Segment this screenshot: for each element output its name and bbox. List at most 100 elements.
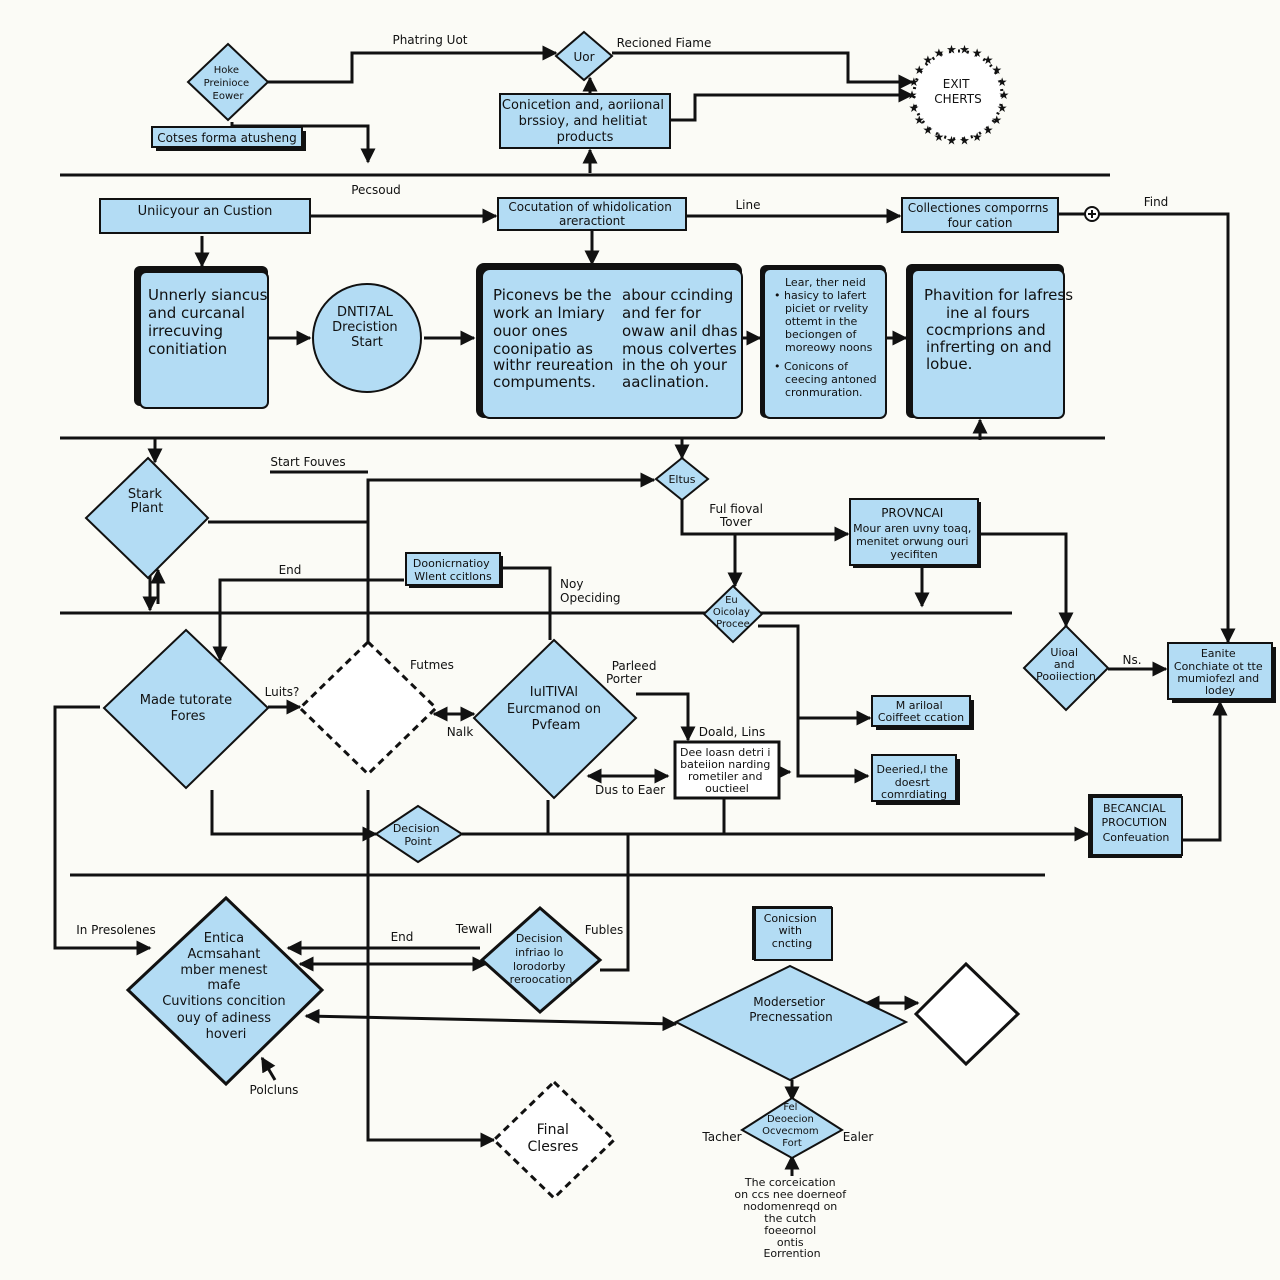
node-text: Final (537, 1122, 569, 1138)
node-deeried-box[interactable]: Deeried,l the doesrt comrdiating (871, 754, 960, 805)
node-text: and (1054, 658, 1075, 671)
node-text: and fer for (622, 304, 702, 322)
node-cotses-box[interactable]: Cotses forma atusheng (151, 126, 306, 151)
svg-text:Conicsion with cnc: Conicsion with cncting (764, 912, 820, 950)
node-text: cocmprions and (926, 321, 1046, 339)
node-stark-plant-diamond[interactable]: Stark Plant (84, 456, 210, 580)
node-eu-oiculay-diamond[interactable]: Eu Oicolay Procee (702, 584, 764, 644)
node-text: ouy of adiness (177, 1011, 272, 1026)
edge-label-ful-fioval: Ful fioval Tover (709, 502, 767, 529)
node-text: Preinioce (204, 78, 250, 89)
node-exit-charts-terminal[interactable]: ★★★★★★★★★★★★★★★★★★★★★★ EXIT CHERTS (907, 43, 1010, 148)
node-decision-infriao-diamond[interactable]: Decision infriao lo lorodorby reroocatio… (479, 906, 603, 1014)
svg-text:Unnerly siancus and curc: Unnerly siancus and curcanal irrecuving … (148, 286, 272, 358)
node-doonicrnation-box[interactable]: Doonicrnatioy Wlent ccitlons (405, 552, 503, 588)
node-text: compuments. (493, 373, 596, 391)
node-text: Deoecion (767, 1114, 814, 1125)
node-uor-diamond[interactable]: Uor (554, 30, 614, 82)
node-hoke-diamond[interactable]: Hoke Preinioce Eower (186, 42, 270, 122)
svg-text:Fel Deoecion Ocvec: Fel Deoecion Ocvecmom Fort (762, 1102, 822, 1149)
node-eltus-diamond[interactable]: Eltus (654, 456, 710, 502)
node-unnerly-box[interactable]: Unnerly siancus and curcanal irrecuving … (134, 266, 272, 409)
node-text: in the oh your (622, 356, 728, 374)
node-text: areractiont (559, 214, 625, 228)
node-text: Fel (783, 1102, 797, 1113)
node-text: bateiion narding (680, 758, 770, 771)
node-empty-diamond[interactable] (913, 961, 1021, 1067)
node-text: Clesres (528, 1139, 579, 1155)
edge-label: Luits? (265, 685, 300, 699)
node-text: Acmsahant (188, 947, 261, 962)
node-text: ine al fours (946, 304, 1030, 322)
edge-label: Dus to Eaer (595, 783, 665, 797)
node-text: Decision (516, 932, 563, 945)
star-mark: ★ (923, 53, 934, 67)
node-text: with (779, 924, 802, 937)
star-ring: ★★★★★★★★★★★★★★★★★★★★★★ (907, 43, 1010, 148)
node-text: IuITIVAl (530, 685, 578, 700)
star-mark: ★ (923, 123, 934, 137)
node-dashed-decision-diamond[interactable] (297, 639, 439, 777)
edge-label: Line (735, 198, 760, 212)
node-cocutation-box[interactable]: Cocutation of whidolication areractiont (497, 197, 687, 231)
node-collectiones-box[interactable]: Collectiones comporrns four cation (901, 197, 1059, 233)
svg-text:M ariloal Coiffeet ccati: M ariloal Coiffeet ccation (878, 699, 964, 724)
star-mark: ★ (959, 134, 970, 148)
node-conicetion-box[interactable]: Conicetion and, aoriional brssioy, and h… (499, 93, 671, 149)
node-initial-eurcmanod-diamond[interactable]: IuITIVAl Eurcmanod on Pvfeam (472, 638, 638, 800)
node-text: Conicetion and, aoriional (502, 98, 664, 113)
node-text: Uor (573, 50, 594, 64)
node-text: ouor ones (493, 322, 568, 340)
node-text: Confeuation (1103, 831, 1170, 844)
junction-plus (1084, 206, 1100, 222)
node-text: Phavition for lafress (924, 286, 1073, 304)
node-uioal-diamond[interactable]: Uioal and Pooiiection (1022, 624, 1110, 712)
node-initial-start-circle[interactable]: DNTI7AL Drecistion Start (312, 283, 422, 393)
node-piconevs-box[interactable]: Piconevs be the work an lmiary ouor ones… (476, 263, 743, 419)
node-modersetion-diamond[interactable]: Modersetior Precnessation (673, 964, 909, 1082)
node-text: Wlent ccitlons (414, 570, 492, 583)
node-text: cncting (772, 937, 812, 950)
node-text: Eurcmanod on (507, 702, 601, 717)
star-mark: ★ (972, 130, 983, 144)
node-text: Modersetior (753, 995, 825, 1009)
node-text: infrerting on and (926, 338, 1052, 356)
node-text: conitiation (148, 340, 227, 358)
node-text: Coiffeet ccation (878, 711, 964, 724)
node-fel-decision-diamond[interactable]: Fel Deoecion Ocvecmom Fort (740, 1096, 844, 1160)
edge-label: Start Fouves (270, 455, 345, 469)
node-text: lorodorby (513, 960, 566, 973)
star-mark: ★ (997, 101, 1008, 115)
connectors (53, 45, 1236, 1176)
node-text: comrdiating (881, 788, 947, 801)
svg-text:BECANCIAL PROCUTION: BECANCIAL PROCUTION Confeuation (1101, 802, 1170, 844)
node-phavition-box[interactable]: Phavition for lafress ine al fours cocmp… (906, 264, 1078, 419)
node-provincal-box[interactable]: PROVNCAI Mour aren uvny toaq, menitet or… (849, 498, 981, 568)
bottom-note: The corceication on ccs nee doerneof nod… (734, 1176, 849, 1260)
node-final-cresres-diamond[interactable]: Final Clesres (491, 1079, 617, 1201)
node-text: piciet or rvelity (785, 302, 869, 315)
edge-label: Fubles (585, 923, 623, 937)
node-becancial-box[interactable]: BECANCIAL PROCUTION Confeuation (1088, 794, 1183, 858)
node-eanite-box[interactable]: Eanite Conchiate ot tte mumiofezl and lo… (1167, 642, 1276, 703)
node-text: Hoke (214, 65, 239, 76)
node-text: ottemt in the (785, 315, 857, 328)
node-conicsion-box[interactable]: Conicsion with cncting (752, 906, 833, 961)
star-mark: ★ (909, 75, 920, 89)
star-mark: ★ (934, 46, 945, 60)
node-text: infriao lo (515, 946, 564, 959)
node-entical-diamond[interactable]: Entica Acmsahant mber menest mafe Cuviti… (125, 895, 325, 1087)
node-text: EXIT (943, 77, 970, 91)
node-text: DNTI7AL (337, 305, 394, 320)
node-mabloal-box[interactable]: M ariloal Coiffeet ccation (871, 695, 974, 730)
node-ddeloasn-box[interactable]: Dee loasn detri i bateiion narding romet… (673, 740, 781, 800)
node-text: Ocvecmom (762, 1126, 819, 1137)
node-made-tutorate-diamond[interactable]: Made tutorate Fores (102, 628, 270, 790)
node-text: Fort (782, 1138, 802, 1149)
node-text: aaclination. (622, 373, 709, 391)
node-uniiy-box[interactable]: Uniicyour an Custion (99, 198, 311, 234)
node-bullets-box[interactable]: Lear, ther neid • hasicy to lafert picie… (760, 265, 887, 419)
node-decision-point-diamond[interactable]: Decision Point (374, 804, 464, 864)
node-text: Uioal (1050, 646, 1078, 659)
svg-text:Uioal and Pooiiect: Uioal and Pooiiection (1036, 646, 1096, 683)
